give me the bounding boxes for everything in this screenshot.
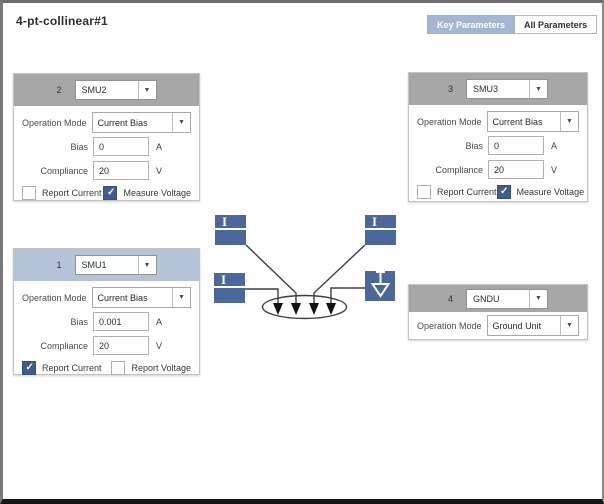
probe-arrow	[326, 303, 336, 315]
wire	[330, 287, 366, 304]
operation-mode-value: Current Bias	[492, 116, 543, 127]
wire	[245, 244, 297, 304]
page-title: 4-pt-collinear#1	[16, 14, 108, 28]
instrument-dropdown[interactable]: SMU3 ▼	[466, 79, 548, 99]
chevron-down-icon[interactable]: ▼	[529, 289, 547, 308]
bias-unit: A	[551, 140, 558, 151]
probe-ellipse	[261, 294, 348, 320]
instrument-value: SMU3	[473, 84, 499, 94]
bias-label: Bias	[70, 316, 88, 327]
compliance-label: Compliance	[40, 340, 88, 351]
report-current-label: Report Current	[437, 186, 497, 197]
chevron-down-icon[interactable]: ▼	[172, 113, 190, 132]
probe-arrow	[273, 303, 283, 315]
measure-voltage-label: Measure Voltage	[516, 186, 585, 197]
wire	[313, 244, 366, 304]
bias-input[interactable]	[93, 312, 149, 331]
chevron-down-icon[interactable]: ▼	[172, 288, 190, 307]
bias-input[interactable]	[488, 136, 544, 155]
svg-text:I: I	[222, 214, 227, 229]
report-current-checkbox[interactable]	[22, 185, 36, 200]
operation-mode-label: Operation Mode	[417, 320, 482, 331]
chevron-down-icon[interactable]: ▼	[560, 316, 578, 335]
panel-smu2: 2 SMU2 ▼ Operation Mode Current Bias ▼ B…	[13, 73, 200, 201]
svg-text:I: I	[372, 214, 377, 229]
svg-text:I: I	[221, 272, 226, 287]
operation-mode-label: Operation Mode	[22, 117, 87, 128]
report-current-label: Report Current	[42, 187, 102, 198]
terminal-number: 3	[447, 84, 453, 94]
operation-mode-select[interactable]: Ground Unit ▼	[486, 315, 579, 336]
operation-mode-select[interactable]: Current Bias ▼	[91, 287, 191, 308]
compliance-unit: V	[156, 340, 163, 351]
operation-mode-select[interactable]: Current Bias ▼	[91, 112, 191, 133]
panel-gndu-header: 4 GNDU ▼	[409, 285, 587, 312]
operation-mode-value: Current Bias	[97, 117, 148, 128]
key-parameters-button[interactable]: Key Parameters	[427, 15, 516, 34]
report-current-checkbox[interactable]	[22, 360, 36, 375]
compliance-input[interactable]	[488, 160, 544, 179]
report-current-checkbox[interactable]	[417, 184, 431, 199]
panel-smu3: 3 SMU3 ▼ Operation Mode Current Bias ▼ B…	[408, 72, 588, 202]
chevron-down-icon[interactable]: ▼	[529, 80, 547, 98]
bias-label: Bias	[465, 140, 483, 151]
current-terminal: I	[365, 214, 396, 245]
operation-mode-select[interactable]: Current Bias ▼	[486, 111, 579, 132]
ground-terminal-icon	[365, 269, 395, 301]
current-terminal: I	[214, 272, 245, 303]
bias-label: Bias	[70, 141, 88, 152]
panel-smu2-header: 2 SMU2 ▼	[14, 74, 199, 106]
report-current-label: Report Current	[42, 362, 102, 373]
instrument-value: GNDU	[473, 293, 500, 304]
chevron-down-icon[interactable]: ▼	[137, 81, 156, 99]
measure-voltage-label: Measure Voltage	[123, 187, 191, 198]
panel-smu3-header: 3 SMU3 ▼	[409, 73, 587, 105]
operation-mode-value: Ground Unit	[492, 320, 542, 331]
panel-gndu: 4 GNDU ▼ Operation Mode Ground Unit ▼	[408, 284, 588, 340]
probe-arrow	[309, 303, 319, 315]
probe-arrow	[291, 303, 301, 315]
operation-mode-value: Current Bias	[97, 292, 148, 303]
chevron-down-icon[interactable]: ▼	[137, 256, 156, 274]
parameters-toggle: Key Parameters All Parameters	[427, 15, 598, 34]
bias-input[interactable]	[93, 137, 149, 156]
measure-voltage-checkbox[interactable]	[496, 184, 511, 199]
instrument-dropdown[interactable]: SMU2 ▼	[74, 80, 157, 100]
compliance-unit: V	[156, 165, 163, 176]
wiring-diagram: I I I	[214, 214, 396, 320]
bias-unit: A	[156, 141, 163, 152]
current-terminal: I	[215, 214, 246, 245]
panel-smu1-header: 1 SMU1 ▼	[14, 249, 199, 281]
terminal-number: 4	[447, 293, 453, 304]
report-voltage-label: Report Voltage	[131, 362, 191, 373]
operation-mode-label: Operation Mode	[417, 116, 482, 127]
compliance-input[interactable]	[93, 161, 149, 180]
terminal-number: 2	[56, 85, 62, 95]
compliance-label: Compliance	[435, 164, 483, 175]
operation-mode-label: Operation Mode	[22, 292, 87, 303]
all-parameters-button[interactable]: All Parameters	[515, 15, 598, 34]
compliance-unit: V	[551, 164, 558, 175]
measure-voltage-checkbox[interactable]	[103, 185, 118, 200]
instrument-value: SMU2	[81, 85, 107, 95]
report-voltage-checkbox[interactable]	[111, 360, 126, 375]
instrument-dropdown[interactable]: GNDU ▼	[466, 288, 548, 309]
instrument-value: SMU1	[81, 260, 107, 270]
bias-unit: A	[156, 316, 163, 327]
instrument-dropdown[interactable]: SMU1 ▼	[74, 255, 157, 275]
wire	[245, 288, 279, 304]
panel-smu1: 1 SMU1 ▼ Operation Mode Current Bias ▼ B…	[13, 248, 200, 375]
terminal-number: 1	[56, 260, 62, 270]
chevron-down-icon[interactable]: ▼	[560, 112, 578, 131]
compliance-input[interactable]	[93, 336, 149, 355]
compliance-label: Compliance	[40, 165, 88, 176]
